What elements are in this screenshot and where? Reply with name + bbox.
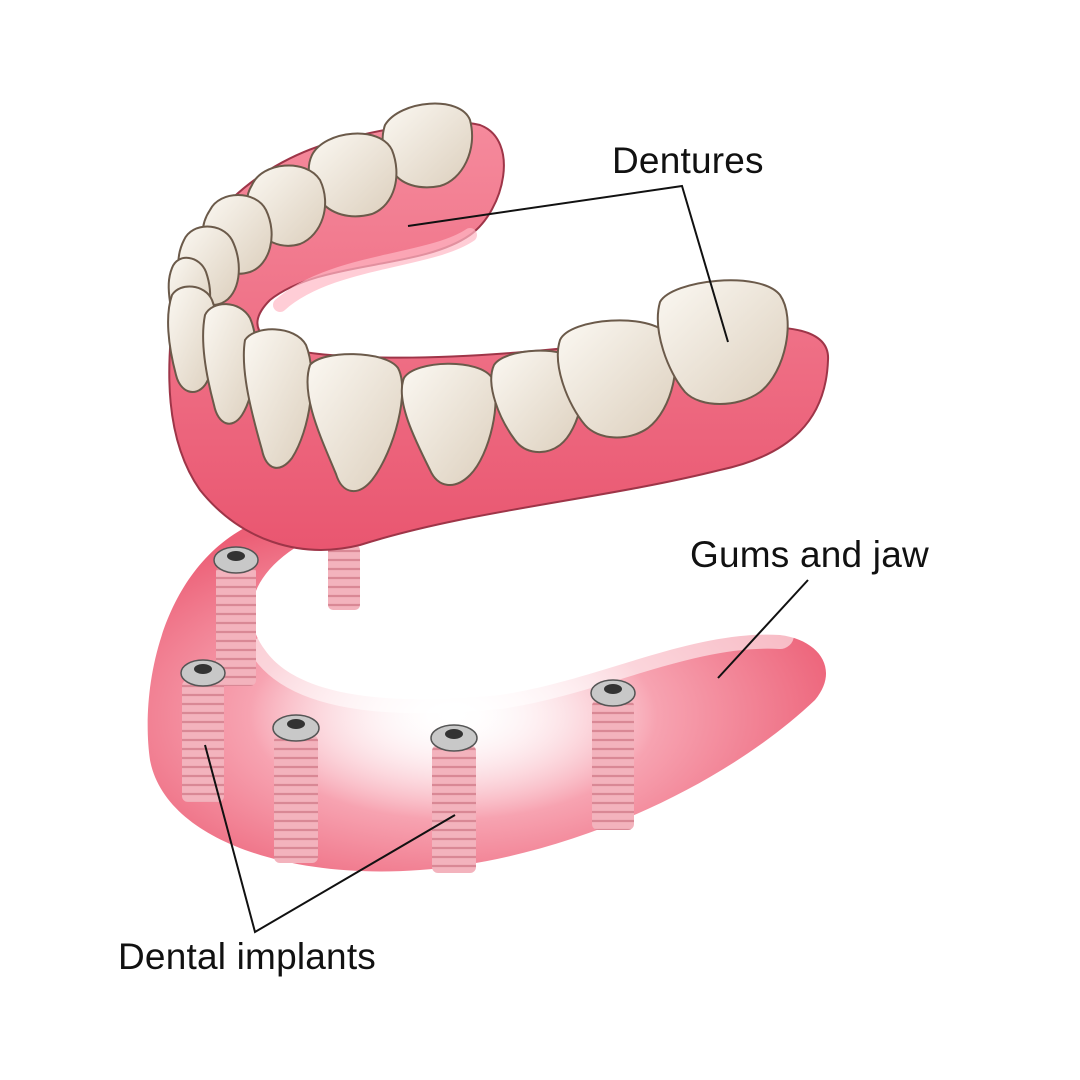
dentures xyxy=(167,102,830,551)
label-gums-and-jaw: Gums and jaw xyxy=(690,534,929,575)
dental-implants-group xyxy=(180,545,636,873)
label-dentures: Dentures xyxy=(612,140,764,181)
implant-front-right xyxy=(590,679,636,830)
implant-front-third xyxy=(430,724,478,873)
tooth xyxy=(400,362,497,486)
implants-leader-line xyxy=(204,744,456,934)
implant-front-second xyxy=(272,714,320,863)
tooth xyxy=(656,279,789,405)
denture-teeth-back xyxy=(167,102,474,328)
gums-leader-line xyxy=(717,579,809,679)
implant-back-left xyxy=(213,546,259,686)
tooth xyxy=(202,303,258,425)
gum-ridge-highlight xyxy=(251,620,794,714)
tooth xyxy=(306,353,404,492)
label-dental-implants: Dental implants xyxy=(118,936,377,977)
leader-lines xyxy=(204,184,809,934)
dentures-leader-line xyxy=(407,184,729,343)
denture-teeth-front xyxy=(167,279,789,492)
implant-front-left xyxy=(180,659,226,802)
tooth xyxy=(242,328,313,469)
tooth xyxy=(556,319,677,439)
implant-back-center xyxy=(328,545,360,610)
